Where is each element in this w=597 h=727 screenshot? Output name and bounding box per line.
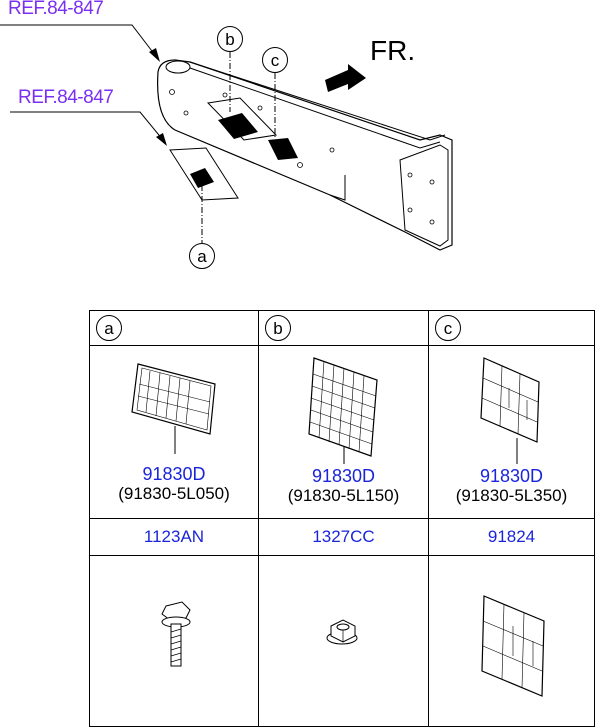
ref-top-leader — [0, 24, 156, 56]
label-a — [190, 168, 214, 188]
ref-top-arrowhead — [149, 48, 160, 62]
img-cell-b — [258, 555, 429, 727]
label-sheet-icon — [481, 595, 545, 697]
direction-label: FR. — [370, 35, 416, 66]
header-b: b — [258, 310, 429, 346]
bracket-flange — [189, 61, 446, 201]
parts-table: a b c 91830D (91830-5L050) — [89, 310, 595, 727]
label-b-icon — [308, 357, 378, 464]
ref-left-arrowhead — [156, 133, 167, 146]
img-cell-c — [428, 555, 595, 727]
label-c — [268, 138, 298, 160]
bolt-icon — [161, 601, 191, 667]
callout-c: c — [262, 47, 288, 73]
header-a: a — [89, 310, 259, 346]
img-cell-a — [89, 555, 259, 727]
header-b-label: b — [265, 315, 291, 341]
code-cell-a[interactable]: 1123AN — [89, 518, 259, 556]
front-arrow-icon — [325, 64, 366, 92]
nut-icon — [326, 619, 358, 645]
ref-left-leader — [10, 111, 164, 141]
bracket-tab — [165, 60, 191, 74]
callout-a: a — [189, 243, 215, 269]
header-c: c — [428, 310, 595, 346]
part-sub-a: (91830-5L050) — [118, 484, 230, 503]
label-b — [218, 113, 258, 139]
label-c-icon — [480, 357, 540, 464]
ref-label-top[interactable]: REF.84-847 — [8, 0, 104, 19]
part-cell-a: 91830D (91830-5L050) — [89, 345, 259, 519]
header-c-label: c — [435, 315, 461, 341]
code-cell-b[interactable]: 1327CC — [258, 518, 429, 556]
part-sub-c: (91830-5L350) — [455, 486, 568, 505]
label-a-icon — [131, 363, 216, 454]
part-cell-b: 91830D (91830-5L150) — [258, 345, 429, 519]
ref-label-left[interactable]: REF.84-847 — [18, 87, 114, 108]
bracket-end — [399, 144, 449, 247]
part-number-b[interactable]: 91830D — [311, 466, 376, 486]
code-cell-c[interactable]: 91824 — [428, 518, 595, 556]
bracket-diagram — [0, 24, 453, 251]
part-sub-b: (91830-5L150) — [287, 486, 400, 505]
part-number-a[interactable]: 91830D — [142, 464, 206, 484]
part-cell-c: 91830D (91830-5L350) — [428, 345, 595, 519]
part-number-c[interactable]: 91830D — [479, 466, 544, 486]
bracket-holes — [169, 89, 435, 225]
callout-b: b — [217, 26, 243, 52]
header-a-label: a — [96, 315, 122, 341]
